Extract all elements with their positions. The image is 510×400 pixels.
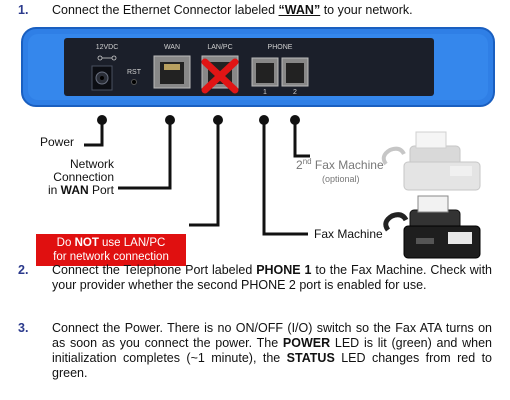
step-2-text: Connect the Telephone Port labeled PHONE…: [52, 263, 492, 292]
phone-1-port: [251, 57, 279, 87]
step-1-number: 1.: [18, 3, 29, 17]
label-rst: RST: [127, 69, 142, 76]
device-illustration: 12VDC RST WAN LAN/PC PHONE 1 2: [21, 27, 495, 259]
dc-polarity-icon: [97, 55, 117, 61]
step-1-text: Connect the Ethernet Connector labeled “…: [52, 3, 413, 17]
fax-machine-2-icon: [381, 131, 481, 191]
phone-2-port: [281, 57, 309, 87]
cross-icon: [201, 58, 239, 94]
warning-box: Do NOT use LAN/PC for network connection: [36, 234, 186, 266]
label-phone: PHONE: [268, 44, 293, 51]
callout-power: Power: [40, 135, 75, 149]
callout-fax-1: Fax Machine: [314, 227, 383, 241]
callout-fax-2: 2nd Fax Machine: [296, 157, 384, 172]
callout-network: Network Connection in WAN Port: [47, 157, 114, 197]
label-phone-1: 1: [263, 89, 267, 96]
label-12vdc: 12VDC: [96, 44, 119, 51]
wan-label: “WAN”: [278, 3, 321, 17]
label-lanpc: LAN/PC: [207, 44, 232, 51]
label-wan: WAN: [164, 44, 180, 51]
callout-fax-2-optional: (optional): [322, 174, 360, 184]
step-3-text: Connect the Power. There is no ON/OFF (I…: [52, 321, 492, 380]
wan-port: [153, 55, 191, 89]
label-phone-2: 2: [293, 89, 297, 96]
lead-lines: [84, 117, 310, 236]
step-3-number: 3.: [18, 321, 29, 335]
device-back-panel: [64, 38, 434, 96]
fax-machine-1-icon: [383, 195, 481, 259]
step-2-number: 2.: [18, 263, 29, 277]
connection-diagram: 12VDC RST WAN LAN/PC PHONE 1 2: [0, 24, 510, 266]
reset-hole: [131, 79, 137, 85]
